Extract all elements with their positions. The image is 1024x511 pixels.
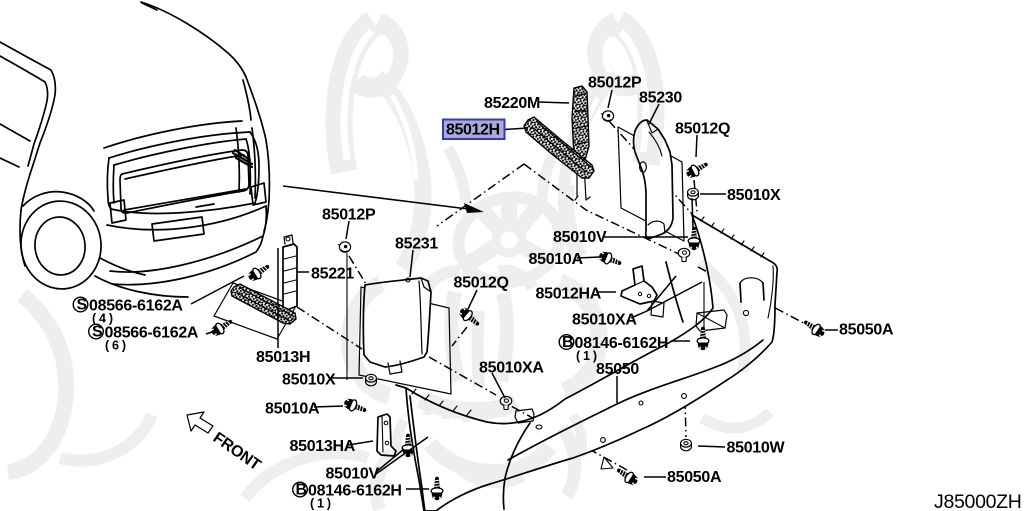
svg-text:J85000ZH: J85000ZH (934, 491, 1022, 511)
svg-text:85220M: 85220M (484, 95, 540, 112)
svg-text:B: B (296, 482, 307, 499)
svg-text:85010V: 85010V (326, 466, 380, 483)
svg-text:FRONT: FRONT (210, 429, 264, 474)
svg-text:08566-6162A: 08566-6162A (105, 325, 199, 342)
svg-text:85012Q: 85012Q (675, 121, 730, 138)
svg-text:08566-6162A: 08566-6162A (89, 298, 183, 315)
svg-text:85010X: 85010X (282, 372, 336, 389)
svg-text:85012P: 85012P (322, 207, 376, 224)
svg-text:85050A: 85050A (839, 322, 894, 339)
svg-text:85010W: 85010W (727, 440, 786, 457)
svg-text:85010XA: 85010XA (479, 360, 544, 377)
svg-text:85221: 85221 (311, 266, 354, 283)
svg-text:( 4 ): ( 4 ) (92, 312, 113, 326)
svg-text:85013H: 85013H (256, 349, 310, 366)
svg-text:85010X: 85010X (727, 187, 781, 204)
svg-text:S: S (92, 324, 103, 341)
svg-text:85050: 85050 (596, 361, 639, 378)
svg-text:S: S (77, 297, 88, 314)
svg-text:( 6 ): ( 6 ) (105, 339, 126, 353)
svg-text:B: B (562, 334, 573, 351)
svg-text:85012H: 85012H (446, 122, 500, 139)
svg-text:( 1 ): ( 1 ) (310, 497, 331, 511)
svg-text:85010A: 85010A (265, 401, 320, 418)
svg-text:85050A: 85050A (667, 469, 722, 486)
